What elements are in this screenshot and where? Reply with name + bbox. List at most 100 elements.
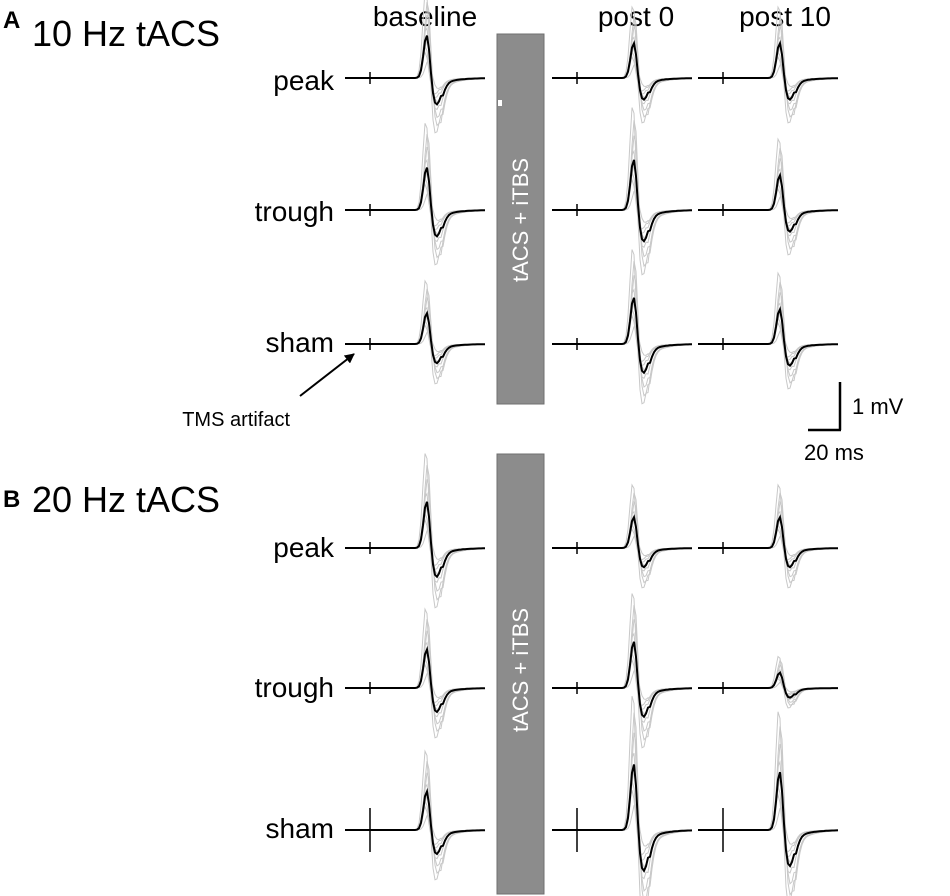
row-label-b-peak: peak: [273, 532, 335, 563]
trial-trace: [698, 147, 839, 250]
trial-trace: [552, 275, 692, 388]
trial-trace: [552, 26, 693, 111]
trial-trace: [552, 177, 692, 230]
intervention-bar-a: [496, 33, 545, 405]
trial-trace: [698, 168, 839, 237]
trial-trace: [698, 321, 838, 358]
trial-trace: [552, 790, 692, 856]
trial-trace: [345, 749, 485, 881]
trial-trace: [345, 296, 485, 374]
trial-trace: [345, 279, 485, 385]
trial-trace: [698, 777, 839, 864]
intervention-label-b: tACS + iTBS: [508, 608, 533, 732]
trial-trace: [698, 711, 839, 896]
trial-trace: [552, 752, 692, 880]
trial-trace: [345, 805, 485, 846]
trial-trace: [552, 492, 692, 584]
trial-trace: [345, 288, 485, 380]
trial-trace: [552, 325, 692, 356]
trial-trace: [552, 803, 692, 847]
mean-trace: [552, 297, 692, 375]
trial-trace: [345, 146, 486, 251]
trial-trace: [698, 26, 839, 111]
tms-artifact-arrow: [299, 353, 355, 397]
trial-trace: [698, 281, 839, 384]
trial-trace: [345, 672, 485, 699]
trial-trace: [698, 158, 839, 243]
column-header-post10: post 10: [739, 1, 831, 32]
trial-trace: [345, 618, 486, 733]
scale-bar-voltage-label: 1 mV: [852, 394, 904, 419]
mean-trace: [552, 514, 692, 569]
trial-trace: [698, 196, 838, 220]
trial-trace: [698, 271, 839, 390]
trial-trace: [698, 659, 838, 706]
trial-trace: [698, 510, 839, 572]
trial-trace: [698, 523, 838, 564]
trial-trace: [552, 107, 693, 276]
trial-trace: [552, 314, 692, 363]
trial-trace: [552, 535, 692, 557]
row-label-b-sham: sham: [266, 813, 334, 844]
trial-trace: [345, 511, 485, 571]
trial-trace: [552, 50, 693, 95]
mep-traces: [345, 0, 839, 896]
trial-trace: [552, 732, 693, 892]
trial-trace: [345, 651, 486, 711]
trial-trace: [552, 780, 692, 862]
trial-trace: [552, 619, 692, 732]
trial-trace: [698, 483, 838, 589]
trial-trace: [552, 593, 692, 749]
mean-trace: [698, 171, 838, 233]
trial-trace: [698, 677, 838, 695]
trial-trace: [698, 518, 838, 567]
trial-trace: [345, 814, 485, 841]
mean-trace: [698, 771, 839, 868]
trial-trace: [345, 331, 485, 353]
trial-trace: [552, 135, 693, 258]
trial-trace: [698, 664, 838, 703]
trial-trace: [552, 307, 692, 367]
trial-trace: [552, 164, 692, 240]
trial-trace: [698, 681, 838, 693]
trial-trace: [345, 772, 485, 867]
trial-trace: [698, 535, 838, 557]
mean-trace: [552, 764, 693, 873]
trial-trace: [698, 793, 838, 853]
trial-trace: [698, 675, 838, 696]
intervention-bar-a-notch: [498, 100, 502, 106]
trial-trace: [552, 44, 692, 99]
trial-trace: [345, 314, 485, 363]
trial-trace: [698, 806, 838, 845]
trial-trace: [345, 793, 486, 853]
trial-trace: [345, 133, 486, 259]
trial-trace: [552, 36, 693, 105]
panel-a-letter: A: [3, 7, 20, 34]
mean-trace: [552, 159, 692, 243]
trial-trace: [698, 528, 838, 561]
trial-trace: [345, 60, 485, 89]
trial-trace: [552, 510, 693, 572]
trial-trace: [698, 669, 838, 700]
mean-trace: [698, 305, 838, 367]
trial-trace: [552, 658, 692, 707]
trial-trace: [345, 607, 485, 739]
trial-trace: [552, 770, 692, 868]
trial-trace: [345, 657, 485, 707]
trial-trace: [698, 50, 839, 95]
intervention-bar-b: [496, 453, 545, 895]
row-label-b-trough: trough: [255, 672, 334, 703]
panel-b-title: 20 Hz tACS: [32, 479, 220, 520]
trial-trace: [345, 123, 486, 266]
trial-trace: [552, 695, 693, 896]
mean-trace: [552, 39, 692, 101]
mean-trace: [698, 670, 838, 699]
trial-trace: [698, 492, 838, 584]
trial-trace: [345, 324, 485, 357]
mean-trace: [345, 35, 485, 106]
trial-trace: [345, 171, 486, 235]
mean-trace: [345, 645, 486, 714]
trial-trace: [698, 176, 838, 231]
trial-trace: [552, 483, 692, 589]
